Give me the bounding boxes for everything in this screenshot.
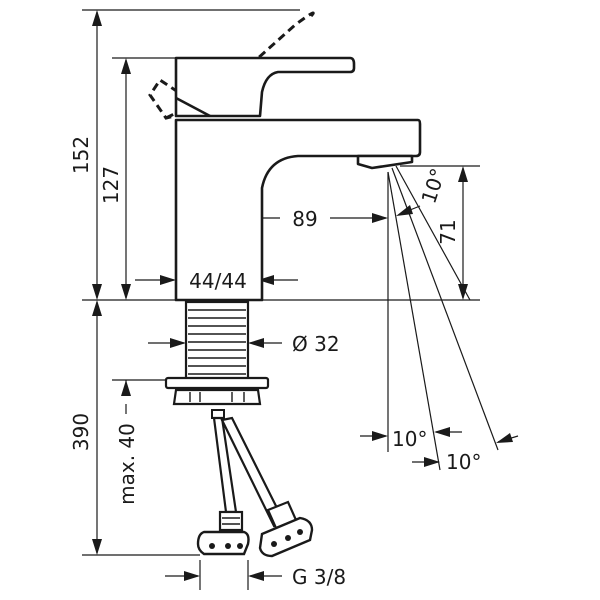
angle-arrow-top [396, 205, 421, 216]
label-g38: G 3/8 [292, 565, 346, 589]
spray-angle-lines [387, 165, 499, 471]
faucet-body [174, 56, 422, 302]
threaded-shank [184, 300, 250, 382]
dimension-152 [92, 10, 102, 300]
dimension-g38 [165, 571, 282, 581]
dimension-max40 [121, 380, 131, 414]
label-127: 127 [99, 166, 123, 204]
label-44-44: 44/44 [189, 269, 247, 293]
supply-hoses [196, 409, 314, 558]
dimension-390 [92, 300, 102, 555]
label-diameter-32: Ø 32 [292, 332, 340, 356]
lever-open-position [148, 10, 315, 120]
label-71: 71 [436, 219, 460, 244]
label-angle-lower-1: 10° [392, 427, 427, 451]
label-angle-lower-2: 10° [446, 450, 481, 474]
angle-arrow-lower-1 [360, 427, 462, 441]
dimension-44-44 [135, 275, 298, 285]
angle-arrow-lower-2 [412, 433, 519, 467]
extension-lines [82, 9, 480, 590]
mounting-nut [164, 376, 270, 406]
label-89: 89 [292, 207, 317, 231]
dimension-71 [458, 166, 468, 300]
label-angle-outlet: 10° [416, 165, 450, 206]
label-max40: max. 40 [115, 423, 139, 505]
label-152: 152 [69, 136, 93, 174]
dimension-diameter-32 [148, 338, 282, 348]
dimension-127 [121, 58, 131, 300]
label-390: 390 [69, 413, 93, 451]
